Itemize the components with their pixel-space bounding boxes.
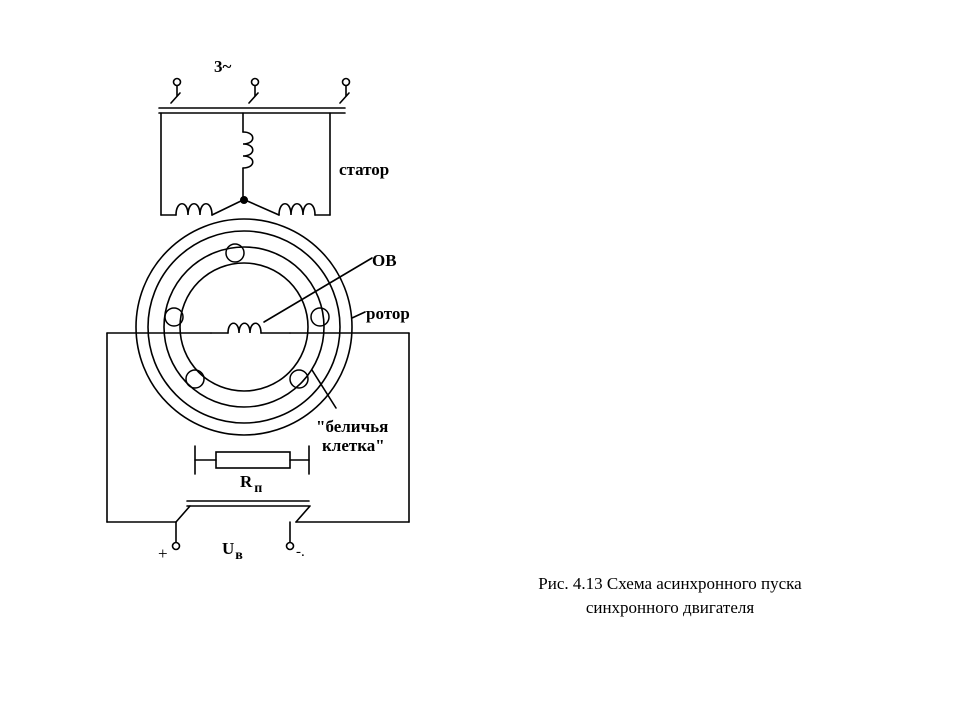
cage-bar-bottom-right — [289, 369, 309, 389]
voltage-label: Uв — [222, 539, 243, 563]
leader-ov — [263, 257, 373, 323]
stator-coil-right — [278, 202, 316, 216]
supply-terminals — [172, 77, 351, 97]
figure-caption: Рис. 4.13 Схема асинхронного пуска синхр… — [470, 572, 870, 620]
terminal-plus — [171, 541, 181, 551]
caption-line2: синхронного двигателя — [585, 598, 755, 617]
squirrel-cage-bars — [164, 243, 330, 389]
cage-bar-bottom-left — [185, 369, 205, 389]
minus-label: -. — [296, 544, 305, 560]
stator-coil-left — [175, 202, 213, 216]
resistor-body — [215, 451, 291, 469]
excitation-circuit — [106, 332, 410, 523]
cage-bar-right — [310, 307, 330, 327]
excitation-winding — [210, 322, 291, 334]
supply-label: 3~ — [214, 57, 232, 76]
star-point — [240, 196, 249, 205]
terminal-minus — [285, 541, 295, 551]
starting-resistor — [194, 445, 310, 475]
terminal-phase-a — [172, 77, 182, 87]
rotor-inner-ring — [179, 262, 309, 392]
rotor-outer-ring — [163, 246, 325, 408]
excitation-winding-label: ОВ — [372, 251, 397, 270]
stator-outer-ring — [135, 218, 353, 436]
cage-bar-left — [164, 307, 184, 327]
stator-label: статор — [339, 160, 389, 179]
leader-rotor — [351, 311, 366, 319]
stator-coil-middle — [242, 131, 254, 169]
squirrel-cage-label-line1: "беличья — [316, 417, 388, 436]
rotor-label: ротор — [366, 304, 410, 323]
stator-inner-ring — [147, 230, 341, 424]
excitation-coil — [227, 322, 262, 334]
terminal-phase-b — [250, 77, 260, 87]
stator-winding — [160, 112, 331, 216]
dc-switch — [171, 500, 311, 551]
caption-line1: Рис. 4.13 Схема асинхронного пуска — [538, 574, 802, 593]
cage-bar-top — [225, 243, 245, 263]
three-pole-switch — [158, 92, 350, 114]
machine-rings — [135, 218, 353, 436]
leader-cage — [311, 369, 337, 409]
squirrel-cage-label-line2: клетка" — [322, 436, 385, 455]
terminal-phase-c — [341, 77, 351, 87]
plus-label: + — [158, 544, 168, 563]
